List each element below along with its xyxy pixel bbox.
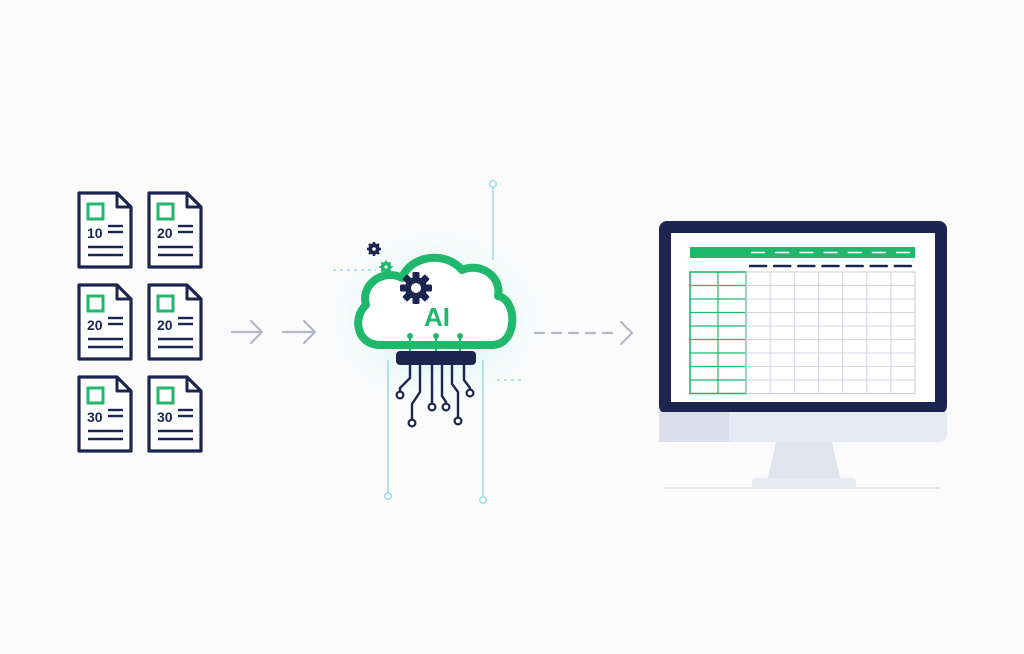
checkbox-icon xyxy=(156,386,175,405)
ai-label: AI xyxy=(424,302,450,332)
document-number: 20 xyxy=(87,317,103,333)
document-grid: 10 20 20 20 30 30 xyxy=(77,191,203,453)
document-icon: 10 xyxy=(77,191,133,269)
chip-base xyxy=(396,351,476,365)
document-icon: 20 xyxy=(147,191,203,269)
small-gear-icon xyxy=(379,260,393,274)
chip-pin-dots xyxy=(407,333,463,339)
monitor-chin-shade xyxy=(659,412,729,442)
sheet-grid xyxy=(745,271,916,394)
arrow-right-icon xyxy=(230,319,264,345)
gear-icon xyxy=(400,272,432,304)
monitor-base xyxy=(752,478,856,488)
arrow-right-icon xyxy=(619,320,634,346)
document-number: 30 xyxy=(87,409,103,425)
checkbox-icon xyxy=(156,202,175,221)
monitor-icon xyxy=(659,221,947,489)
document-icon: 20 xyxy=(77,283,133,361)
document-number: 20 xyxy=(157,317,173,333)
input-arrows xyxy=(230,319,317,345)
monitor-screen xyxy=(671,233,935,402)
document-icon: 30 xyxy=(77,375,133,453)
output-arrow xyxy=(533,320,634,346)
circuit-nodes xyxy=(395,388,475,428)
arrow-right-icon xyxy=(281,319,317,345)
cloud-icon xyxy=(354,253,517,349)
ai-cloud-hub: AI xyxy=(316,180,556,504)
document-icon: 20 xyxy=(147,283,203,361)
small-gear-icon xyxy=(367,242,381,256)
monitor-chin xyxy=(659,412,947,442)
document-icon: 30 xyxy=(147,375,203,453)
monitor-stand xyxy=(768,442,840,478)
checkbox-icon xyxy=(86,202,105,221)
checkbox-icon xyxy=(156,294,175,313)
document-number: 10 xyxy=(87,225,103,241)
document-number: 20 xyxy=(157,225,173,241)
spreadsheet xyxy=(689,247,916,395)
checkbox-icon xyxy=(86,294,105,313)
document-number: 30 xyxy=(157,409,173,425)
checkbox-icon xyxy=(86,386,105,405)
